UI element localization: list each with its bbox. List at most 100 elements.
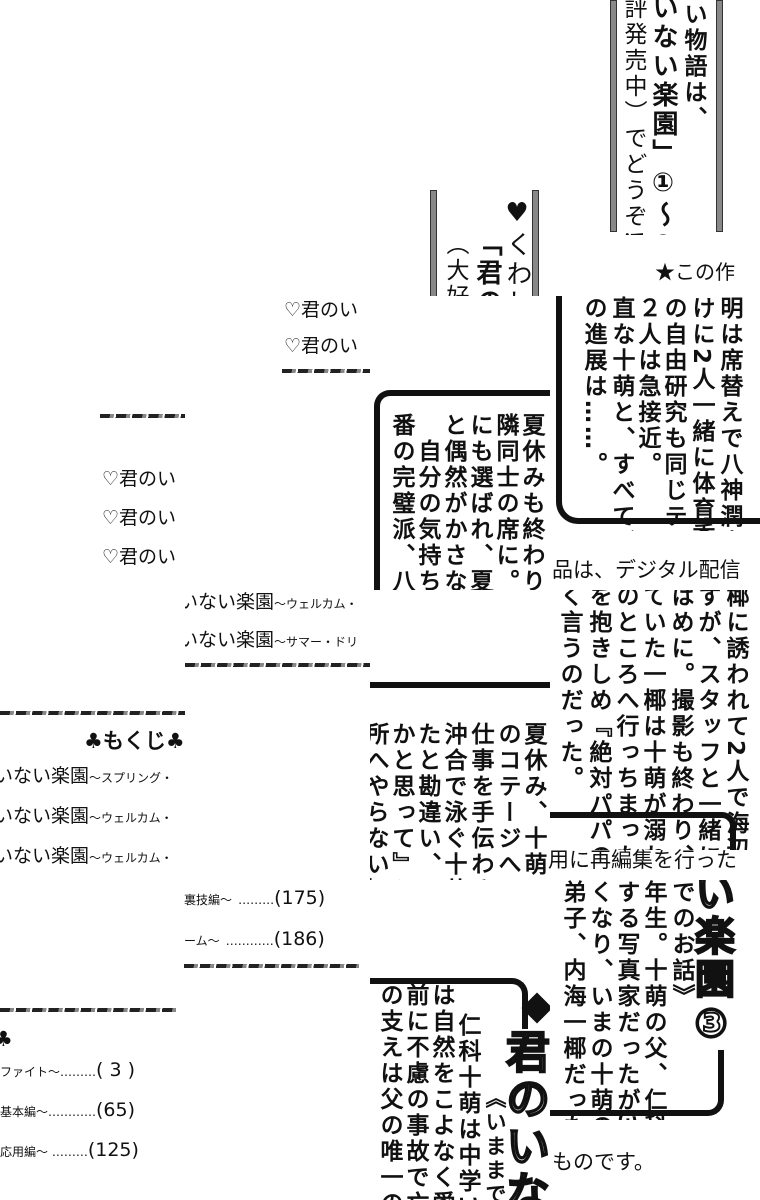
story-line: は自然をこよなく愛す xyxy=(428,983,454,1200)
toc-entry[interactable]: 応用編〜 ………(125) xyxy=(0,1138,139,1164)
panel-border xyxy=(370,682,550,688)
synopsis-line: 夏休み、十萌は一椰 xyxy=(520,722,546,880)
toc-page-number: (186) xyxy=(273,928,325,950)
synopsis-line: の自由研究も同じテーマ xyxy=(660,296,686,531)
toc-entry[interactable]: ♡君のい xyxy=(284,299,359,321)
panel-border xyxy=(556,296,760,524)
synopsis-line: けに2人一緒に体育委員 xyxy=(688,296,714,531)
toc-leader: ………… xyxy=(48,1105,97,1119)
synopsis-line: はめに。撮影も終わり、 xyxy=(667,590,693,850)
box-border-right xyxy=(532,190,539,296)
story-line: 前に不慮の事故で亡く xyxy=(402,983,428,1200)
toc-title: いない楽園 xyxy=(0,845,90,867)
toc-leader: ……… xyxy=(238,893,275,907)
toc-page-number: (65) xyxy=(96,1099,136,1121)
synopsis-line: 仕事を手伝わされるは xyxy=(467,722,493,880)
toc-subtitle: ファイト〜 xyxy=(0,1065,61,1079)
toc-subtitle: 応用編〜 xyxy=(0,1145,49,1159)
panel-border xyxy=(374,390,550,590)
info-text: （大好評 xyxy=(442,232,468,296)
toc-entry[interactable]: ーム〜 …………(186) xyxy=(184,927,325,953)
series-title: 君のいな xyxy=(497,1028,550,1200)
toc-title: いない楽園 xyxy=(0,805,90,827)
synopsis-line: すが、スタッフと一緒に xyxy=(694,590,720,850)
info-text: 評発売中）でどうぞ!! xyxy=(620,0,646,235)
synopsis-line: ていた一椰は十萌が溺れ xyxy=(639,590,665,850)
toc-subtitle: 裏技編〜 xyxy=(184,893,233,907)
synopsis-panel-d: 夏休み、十萌は一椰 のコテージへ♡のはず 仕事を手伝わされるは 沖合で泳ぐ十萌を… xyxy=(370,682,550,880)
synopsis-line: 夏休みも終わり十萌 xyxy=(518,413,544,590)
synopsis-panel-a: 明は席替えで八神潤太と けに2人一緒に体育委員 の自由研究も同じテーマ ２人は急… xyxy=(540,296,760,531)
toc-leader: ……… xyxy=(60,1065,97,1079)
toc-lower: ♣ ファイト〜………( 3 ) 基本編〜…………(65) 応用編〜 ………(12… xyxy=(0,1005,180,1175)
toc-entry[interactable]: いない楽園〜ウェルカム・ xyxy=(0,844,173,870)
toc-entry[interactable]: ♡君のい xyxy=(102,546,177,568)
toc-entry[interactable]: ♡君のい xyxy=(102,507,177,529)
synopsis-panel-b: 夏休みも終わり十萌 隣同士の席に。おまけ にも選ばれ、夏休みの と偶然がかさなっ… xyxy=(370,385,550,590)
club-icon: ♣ xyxy=(0,1027,13,1051)
info-box-top: い物語は、 いない楽園」①〜②巻 評発売中）でどうぞ!! xyxy=(600,0,735,235)
synopsis-line: のコテージへ♡のはず xyxy=(494,722,520,880)
story-line: でのお話》 xyxy=(668,880,694,1010)
story-line: くなり、いまの十萌の心 xyxy=(586,880,612,1120)
box-border-left xyxy=(610,0,617,232)
info-title: いない楽園」①〜②巻 xyxy=(648,0,678,235)
story-panel-f: 君のいな 《いままで 仁科十萌は中学1年 は自然をこよなく愛す 前に不慮の事故で… xyxy=(370,975,550,1200)
info-text: ♥くわし xyxy=(502,198,532,296)
divider xyxy=(185,663,370,667)
notice-line: ものです。 xyxy=(552,1150,655,1174)
toc-entry[interactable]: ファイト〜………( 3 ) xyxy=(0,1058,135,1084)
story-line: の支えは父の唯一の弟 xyxy=(376,983,402,1200)
toc-entry[interactable]: ♡君のい xyxy=(284,335,359,357)
toc-entry[interactable]: ♡君のい xyxy=(102,468,177,490)
story-line: 仁科十萌は中学1年 xyxy=(454,1013,480,1200)
synopsis-line: ２人は急接近。 xyxy=(634,296,660,478)
toc-clubs-right: 裏技編〜 ………(175) ーム〜 …………(186) xyxy=(184,882,364,972)
story-line: 弟子、内海一椰だった。 xyxy=(559,880,585,1120)
toc-leader: ………… xyxy=(225,934,274,948)
synopsis-line: く言うのだった。 xyxy=(556,590,582,792)
toc-entry[interactable]: 裏技編〜 ………(175) xyxy=(184,886,325,912)
toc-page-number: ( 3 ) xyxy=(96,1059,136,1081)
toc-subtitle: 基本編〜 xyxy=(0,1105,49,1119)
toc-subtitle: 〜ウェルカム・ xyxy=(89,811,173,825)
toc-hearts-top: ♡君のい ♡君のい xyxy=(282,296,370,378)
toc-entry[interactable]: いない楽園〜サマー・ドリ xyxy=(185,628,358,654)
synopsis-line: と偶然がかさなって xyxy=(440,413,466,590)
synopsis-panel-c: 椰に誘われて2人で海辺 すが、スタッフと一緒に はめに。撮影も終わり、 ていた一… xyxy=(550,590,760,850)
toc-subtitle: ーム〜 xyxy=(184,934,220,948)
synopsis-line: にも選ばれ、夏休みの xyxy=(466,413,492,590)
divider xyxy=(0,711,185,715)
story-line: する写真家だったが3年 xyxy=(613,880,639,1120)
synopsis-line: の進展は……。 xyxy=(580,296,606,478)
synopsis-line: 直な十萌と、すべてが一 xyxy=(608,296,634,531)
divider xyxy=(282,369,370,373)
toc-title: いない楽園 xyxy=(0,765,90,787)
synopsis-line: 番の完璧派、八神との xyxy=(388,413,414,590)
toc-entry[interactable]: いない楽園〜ウェルカム・ xyxy=(185,590,358,616)
synopsis-line: かと思って』と十萌を xyxy=(388,722,414,880)
box-border-right xyxy=(716,0,723,232)
toc-subtitle: 〜スプリング・ xyxy=(89,771,174,785)
info-box-more: ♥くわし 「君のい （大好評 xyxy=(428,190,543,296)
story-panel-e: い楽園③ でのお話》 年生。十萌の父、仁科茂 する写真家だったが3年 くなり、い… xyxy=(548,880,760,1120)
synopsis-line: 自分の気持ちに正直 xyxy=(414,413,440,590)
synopsis-line: のところへ行っちまった xyxy=(612,590,638,850)
synopsis-line: 椰に誘われて2人で海辺 xyxy=(722,590,748,850)
toc-entry[interactable]: 基本編〜…………(65) xyxy=(0,1098,135,1124)
story-line: 年生。十萌の父、仁科茂 xyxy=(640,880,666,1120)
synopsis-line: 明は席替えで八神潤太と xyxy=(716,296,742,531)
divider xyxy=(100,414,185,418)
box-border-left xyxy=(430,190,437,296)
toc-heading: ♣もくじ♣ xyxy=(84,729,185,753)
toc-entry[interactable]: いない楽園〜ウェルカム・ xyxy=(0,804,173,830)
toc-entry[interactable]: いない楽園〜スプリング・ xyxy=(0,764,173,790)
divider xyxy=(184,964,359,968)
notice-line: 用に再編集を行った xyxy=(548,848,737,872)
story-line: 《いままで xyxy=(483,1087,507,1200)
notice-line: 品は、デジタル配信 xyxy=(552,558,741,582)
toc-clubs: ♣もくじ♣ いない楽園〜スプリング・ いない楽園〜ウェルカム・ いない楽園〜ウェ… xyxy=(0,705,185,895)
divider xyxy=(0,1008,176,1012)
toc-subtitle: 〜ウェルカム・ xyxy=(89,851,173,865)
